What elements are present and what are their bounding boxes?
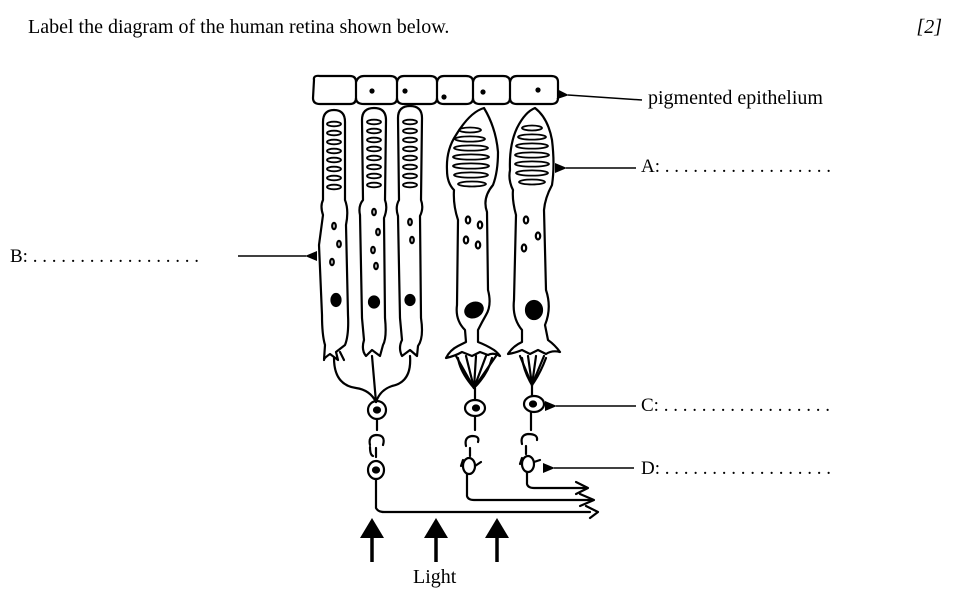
label-b-blank: B: . . . . . . . . . . . . . . . . . . — [10, 246, 199, 267]
cone-cells — [444, 106, 562, 360]
label-pigmented-epithelium: pigmented epithelium — [648, 87, 823, 109]
label-pointers — [238, 89, 643, 473]
label-a-blank: A: . . . . . . . . . . . . . . . . . . — [641, 156, 831, 177]
arrow-up-icon-2 — [424, 518, 448, 562]
pointer-pigmented — [556, 89, 643, 101]
label-c-blank: C: . . . . . . . . . . . . . . . . . . — [641, 395, 830, 416]
arrow-up-icon-1 — [360, 518, 384, 562]
light-arrows — [360, 518, 509, 562]
label-d-blank: D: . . . . . . . . . . . . . . . . . . — [641, 458, 831, 479]
marks-label: [2] — [916, 16, 942, 38]
neural-layer — [332, 354, 600, 520]
question-text: Label the diagram of the human retina sh… — [28, 16, 450, 38]
arrow-up-icon-3 — [485, 518, 509, 562]
label-light: Light — [413, 566, 457, 588]
pigmented-epithelium — [311, 74, 560, 106]
rod-cells — [317, 104, 424, 362]
